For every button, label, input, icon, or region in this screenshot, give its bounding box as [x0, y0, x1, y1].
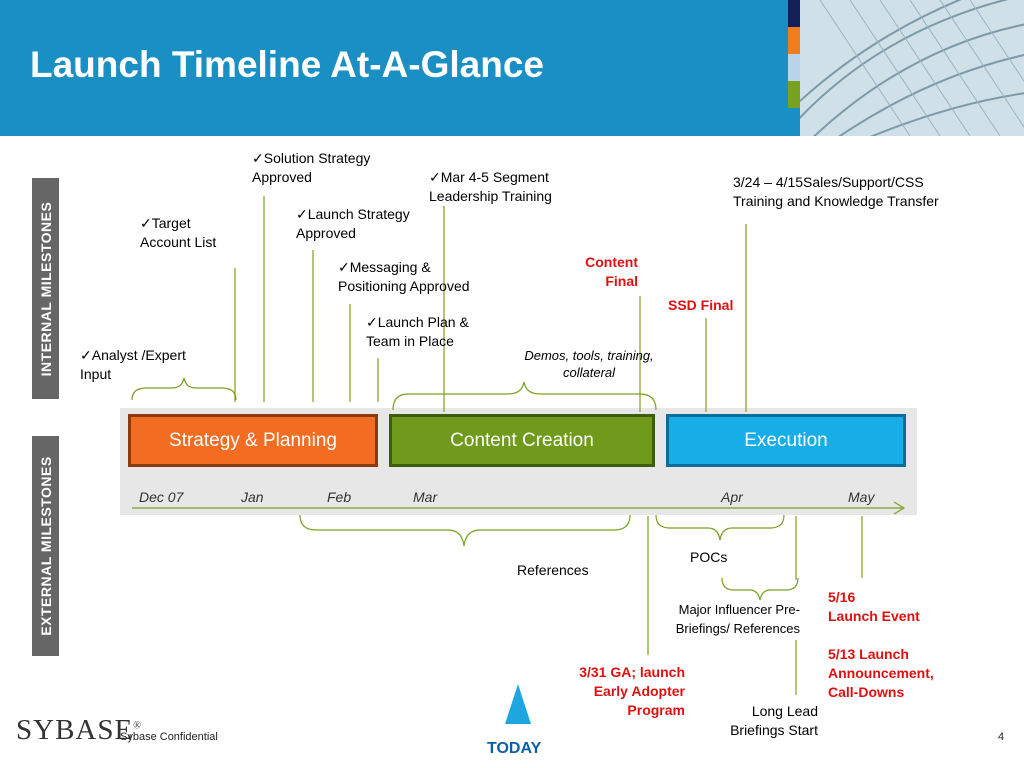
phase-content-creation: Content Creation: [389, 414, 655, 467]
milestone-launch-strategy: ✓Launch Strategy Approved: [296, 206, 410, 241]
milestone-demos-collateral: Demos, tools, training, collateral: [524, 348, 654, 380]
milestone-ssd-final: SSD Final: [668, 297, 734, 313]
external-milestones-label: EXTERNAL MILESTONES: [32, 436, 59, 656]
phase-execution: Execution: [666, 414, 906, 467]
milestone-launch-plan: ✓Launch Plan & Team in Place: [366, 314, 469, 349]
slide-title: Launch Timeline At-A-Glance: [30, 44, 544, 85]
month-apr: Apr: [721, 489, 743, 505]
accent-stripe-navy: [788, 0, 800, 27]
confidential-note: Sybase Confidential: [120, 731, 218, 743]
month-mar: Mar: [413, 489, 438, 505]
milestone-long-lead-briefings: Long Lead Briefings Start: [730, 703, 818, 738]
internal-milestones-label: INTERNAL MILESTONES: [32, 178, 59, 399]
milestone-influencer-briefings: Major Influencer Pre- Briefings/ Referen…: [675, 602, 800, 636]
milestone-ga-launch: 3/31 GA; launch Early Adopter Program: [579, 664, 685, 718]
accent-stripe-orange: [788, 27, 800, 54]
milestone-launch-announcement: 5/13 Launch Announcement, Call-Downs: [828, 646, 934, 700]
milestone-messaging-positioning: ✓Messaging & Positioning Approved: [338, 259, 470, 294]
milestone-content-final: Content Final: [585, 254, 638, 289]
header-photo: [800, 0, 1024, 136]
milestone-launch-event: 5/16 Launch Event: [828, 589, 920, 624]
milestone-pocs: POCs: [690, 549, 728, 565]
page-number: 4: [998, 731, 1005, 743]
accent-stripe-green: [788, 81, 800, 108]
accent-stripes: [788, 0, 800, 136]
phase-strategy-planning: Strategy & Planning: [128, 414, 378, 467]
milestone-target-account-list: ✓Target Account List: [140, 215, 217, 250]
month-may: May: [848, 489, 875, 505]
month-jan: Jan: [241, 489, 264, 505]
month-dec07: Dec 07: [139, 489, 184, 505]
sybase-logo: SYBASE®: [16, 714, 142, 746]
month-feb: Feb: [327, 489, 352, 505]
milestone-analyst-input: ✓Analyst /Expert Input: [80, 347, 186, 382]
today-label: TODAY: [487, 740, 542, 757]
milestone-segment-training: ✓Mar 4-5 Segment Leadership Training: [429, 169, 552, 204]
milestone-references: References: [517, 562, 589, 578]
accent-stripe-lightblue: [788, 54, 800, 81]
milestone-sales-training: 3/24 – 4/15Sales/Support/CSS Training an…: [733, 174, 939, 209]
milestone-solution-strategy: ✓Solution Strategy Approved: [252, 150, 371, 185]
